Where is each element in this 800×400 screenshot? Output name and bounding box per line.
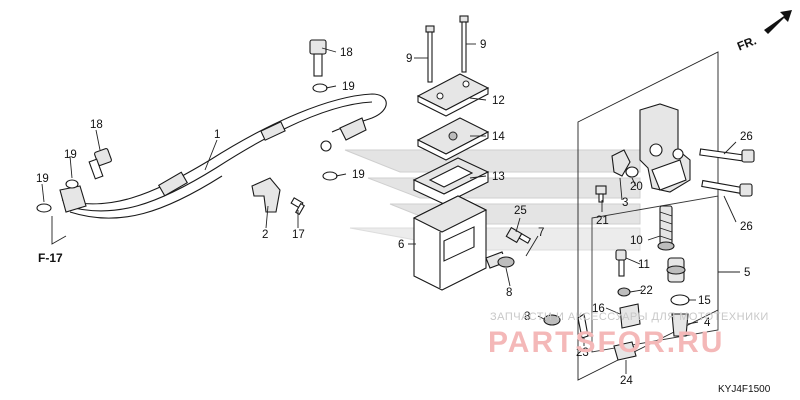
callout-8a: 8 (506, 287, 512, 299)
brake-hose (59, 93, 387, 219)
watermark-site: PARTSFOR.RU (488, 326, 724, 359)
sealing-washer-19b (322, 171, 338, 181)
callout-15: 15 (698, 295, 711, 307)
pushrod-nut-11 (615, 249, 627, 277)
callout-9a: 9 (406, 53, 412, 65)
rear-master-cylinder (639, 103, 691, 193)
callout-24: 24 (620, 375, 633, 387)
pushrod-joint-16 (619, 303, 641, 329)
master-piston (666, 257, 686, 283)
callout-7: 7 (538, 227, 544, 239)
mounting-bolt-26b (701, 179, 753, 197)
pushrod-nut-22 (617, 287, 631, 297)
leader-lines (41, 43, 740, 374)
callout-26a: 26 (740, 131, 753, 143)
mounting-bolt-26a (699, 148, 755, 163)
joint-screw (595, 185, 607, 203)
callout-6: 6 (398, 239, 404, 251)
callout-26b: 26 (740, 221, 753, 233)
callout-19c: 19 (64, 149, 77, 161)
ref-marker-f17: F-17 (38, 251, 63, 265)
cap-screw-9a (425, 25, 435, 83)
callout-20: 20 (630, 181, 643, 193)
clamp-screw (290, 197, 305, 216)
cap-screw-9b (459, 15, 469, 73)
piston-spring (657, 205, 675, 251)
diagram-code: KYJ4F1500 (718, 384, 771, 395)
callout-2: 2 (262, 229, 268, 241)
hose-clamp (251, 177, 281, 213)
reservoir-hose (499, 252, 556, 319)
callout-18a: 18 (340, 47, 353, 59)
callout-1: 1 (214, 129, 220, 141)
piston-boot (671, 313, 689, 337)
reservoir-cap (416, 73, 490, 117)
callout-18b: 18 (90, 119, 103, 131)
banjo-bolt-18-left (88, 148, 112, 180)
banjo-bolt-18-top (309, 39, 327, 77)
front-direction-arrow: FR. (735, 10, 792, 54)
assembly-frame-piston-kit (591, 195, 719, 353)
watermark-wing-logo (344, 149, 641, 251)
hose-joint (611, 149, 631, 177)
callout-19d: 19 (36, 173, 49, 185)
callout-16: 16 (592, 303, 605, 315)
cotter-pin-23 (577, 313, 589, 339)
callout-19a: 19 (342, 81, 355, 93)
sealing-washer-19c (65, 179, 79, 189)
callout-3: 3 (622, 197, 628, 209)
reservoir-diaphragm (412, 157, 490, 205)
callout-21: 21 (596, 215, 609, 227)
hose-clip-8b (543, 314, 561, 326)
callout-17: 17 (292, 229, 305, 241)
callout-23: 23 (576, 347, 589, 359)
callout-12: 12 (492, 95, 505, 107)
joint-pin-24 (613, 341, 637, 361)
front-marker-text: FR. (735, 33, 758, 53)
callout-9b: 9 (480, 39, 486, 51)
sealing-washer-19d (36, 203, 52, 213)
callout-8b: 8 (524, 311, 530, 323)
callout-19b: 19 (352, 169, 365, 181)
callout-22: 22 (640, 285, 653, 297)
callout-14: 14 (492, 131, 505, 143)
piston-washer (670, 294, 690, 306)
callout-4: 4 (704, 317, 711, 329)
callout-5: 5 (744, 267, 750, 279)
diaphragm-plate (416, 117, 490, 161)
sealing-washer-19a (312, 83, 328, 93)
callout-13: 13 (492, 171, 505, 183)
reservoir-screw (505, 226, 532, 244)
callout-11: 11 (638, 259, 650, 271)
watermark-tagline: ЗАПЧАСТИ И АКСЕССУАРЫ ДЛЯ МОТОТЕХНИКИ (490, 311, 769, 323)
hose-clip-8a (497, 256, 515, 268)
callout-10: 10 (630, 235, 643, 247)
callout-25: 25 (514, 205, 527, 217)
joint-o-ring (625, 166, 639, 178)
